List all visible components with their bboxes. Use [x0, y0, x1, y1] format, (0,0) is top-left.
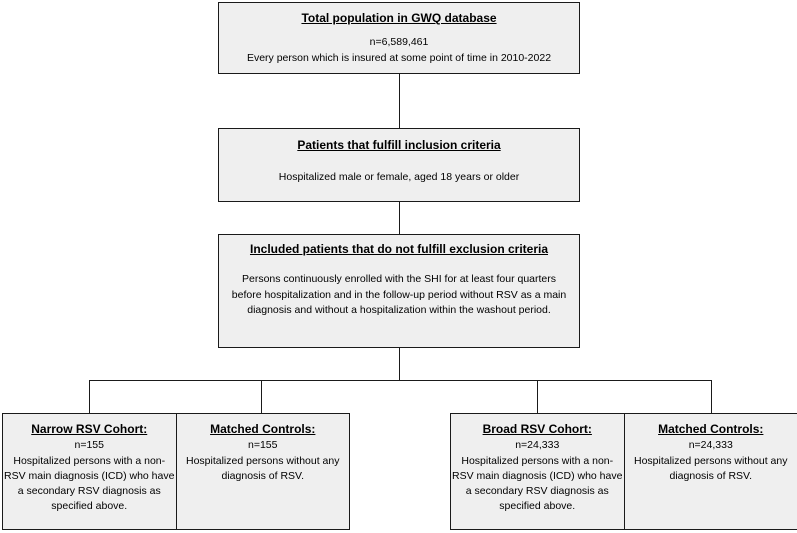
connector-inclusion-to-exclusion — [399, 202, 400, 234]
narrow-rsv-cohort-count: n=155 — [74, 439, 105, 452]
narrow-rsv-cohort-box: Narrow RSV Cohort: n=155 Hospitalized pe… — [3, 414, 176, 529]
exclusion-criteria-title: Included patients that do not fulfill ex… — [249, 242, 549, 256]
exclusion-criteria-description: Persons continuously enrolled with the S… — [231, 273, 567, 316]
inclusion-criteria-box: Patients that fulfill inclusion criteria… — [218, 128, 580, 202]
exclusion-criteria-box: Included patients that do not fulfill ex… — [218, 234, 580, 348]
inclusion-criteria-title: Patients that fulfill inclusion criteria — [297, 138, 501, 152]
broad-rsv-cohort-description: Hospitalized persons with a non-RSV main… — [452, 454, 623, 513]
broad-cohort-group: Broad RSV Cohort: n=24,333 Hospitalized … — [450, 413, 797, 530]
broad-matched-controls-title: Matched Controls: — [658, 422, 764, 436]
broad-matched-controls-description: Hospitalized persons without any diagnos… — [633, 454, 788, 482]
broad-rsv-cohort-box: Broad RSV Cohort: n=24,333 Hospitalized … — [451, 414, 624, 529]
narrow-rsv-cohort-description: Hospitalized persons with a non-RSV main… — [4, 454, 175, 513]
narrow-cohort-group: Narrow RSV Cohort: n=155 Hospitalized pe… — [2, 413, 350, 530]
connector-narrow-cohort — [89, 380, 90, 413]
connector-broad-cohort — [537, 380, 538, 413]
connector-broad-controls — [711, 380, 712, 413]
total-population-box: Total population in GWQ database n=6,589… — [218, 2, 580, 74]
branch-horizontal-line — [89, 380, 711, 381]
inclusion-criteria-description: Hospitalized male or female, aged 18 yea… — [278, 171, 520, 184]
narrow-rsv-cohort-title: Narrow RSV Cohort: — [31, 422, 148, 436]
narrow-matched-controls-title: Matched Controls: — [210, 422, 316, 436]
total-population-title: Total population in GWQ database — [301, 11, 497, 25]
broad-rsv-cohort-title: Broad RSV Cohort: — [482, 422, 592, 436]
connector-total-to-inclusion — [399, 74, 400, 128]
total-population-count: n=6,589,461 — [369, 36, 429, 49]
narrow-matched-controls-description: Hospitalized persons without any diagnos… — [185, 454, 340, 482]
connector-narrow-controls — [261, 380, 262, 413]
total-population-description: Every person which is insured at some po… — [246, 51, 552, 64]
broad-rsv-cohort-count: n=24,333 — [515, 439, 560, 452]
narrow-matched-controls-box: Matched Controls: n=155 Hospitalized per… — [175, 414, 350, 529]
connector-exclusion-to-branch — [399, 348, 400, 380]
narrow-matched-controls-count: n=155 — [248, 439, 278, 452]
broad-matched-controls-count: n=24,333 — [688, 439, 733, 452]
broad-matched-controls-box: Matched Controls: n=24,333 Hospitalized … — [623, 414, 797, 529]
